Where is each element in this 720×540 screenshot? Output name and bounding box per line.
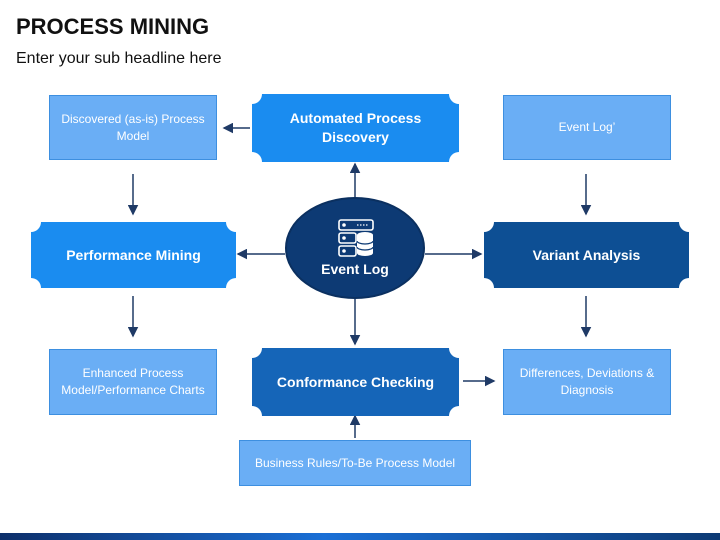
- enhanced-model-box: Enhanced Process Model/Performance Chart…: [49, 349, 217, 415]
- bottom-accent-bar: [0, 533, 720, 540]
- business-rules-label: Business Rules/To-Be Process Model: [254, 455, 456, 470]
- conformance-checking-box: Conformance Checking: [252, 348, 459, 416]
- automated-discovery-box: Automated Process Discovery: [252, 94, 459, 162]
- conformance-checking-label: Conformance Checking: [276, 373, 435, 390]
- page-title: PROCESS MINING: [16, 14, 210, 39]
- database-server-icon: [338, 219, 374, 257]
- event-log-prime-label: Event Log’: [558, 120, 616, 134]
- page-subtitle: Enter your sub headline here: [16, 50, 222, 67]
- discovered-model-label: Discovered (as-is) Process Model: [61, 111, 205, 143]
- event-log-label: Event Log: [321, 261, 389, 277]
- event-log-center: Event Log: [285, 197, 425, 299]
- event-log-prime-box: Event Log’: [503, 95, 671, 160]
- performance-mining-label: Performance Mining: [66, 246, 201, 263]
- business-rules-box: Business Rules/To-Be Process Model: [239, 440, 471, 486]
- variant-analysis-label: Variant Analysis: [532, 246, 641, 263]
- differences-label: Differences, Deviations & Diagnosis: [519, 366, 655, 397]
- differences-box: Differences, Deviations & Diagnosis: [503, 349, 671, 415]
- discovered-model-box: Discovered (as-is) Process Model: [49, 95, 217, 160]
- automated-discovery-label: Automated Process Discovery: [289, 110, 422, 145]
- enhanced-model-label: Enhanced Process Model/Performance Chart…: [61, 366, 205, 397]
- performance-mining-box: Performance Mining: [31, 222, 236, 288]
- variant-analysis-box: Variant Analysis: [484, 222, 689, 288]
